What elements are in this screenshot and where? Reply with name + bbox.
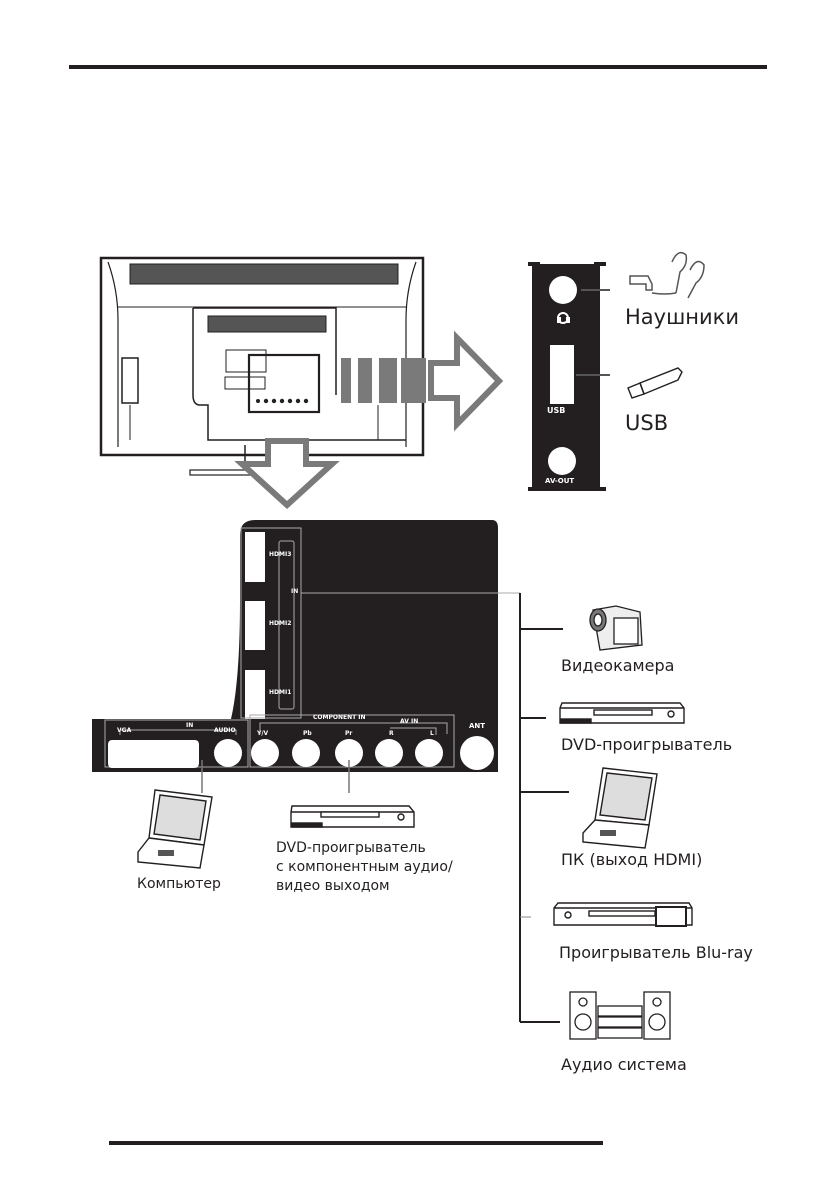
audio-label: AUDIO [214,727,236,734]
hdmi-in-label: IN [291,588,299,595]
laptop-icon [582,767,658,849]
connection-lines [201,593,569,1023]
bluray-label: Проигрыватель Blu-ray [559,943,753,962]
footer-rule [109,1141,603,1145]
component-pb-port [292,739,320,767]
dvd-label: DVD-проигрыватель [561,735,733,754]
audio-system-label: Аудио система [561,1055,687,1074]
header-rule [69,65,767,69]
camcorder-icon [589,605,643,651]
hdmi3-label: HDMI3 [269,551,292,558]
hdmi1-label: HDMI1 [269,689,292,696]
stereo-system-icon [569,991,671,1040]
earphones-icon [629,251,705,299]
dvd-player-icon [559,702,685,724]
usb-device-label: USB [625,411,669,435]
ant-label: ANT [469,722,486,730]
dvd-player-icon [290,805,415,828]
tv-back-view [99,256,425,476]
laptop-icon [137,789,213,869]
headphones-label: Наушники [625,305,740,329]
usb-stick-icon [627,367,683,399]
component-in-label: COMPONENT IN [313,714,366,721]
side-port-panel [528,262,610,491]
usb-port-label: USB [547,406,566,415]
arrow-down-icon [234,438,340,510]
av-r-port [375,739,403,767]
camcorder-label: Видеокамера [561,656,675,675]
arrow-right-icon [341,330,504,432]
pc-hdmi-label: ПК (выход HDMI) [561,850,703,869]
av-out-port-label: AV-OUT [545,477,575,485]
hdmi2-label: HDMI2 [269,620,292,627]
av-l-label: L [430,730,434,737]
computer-label: Компьютер [137,876,221,892]
vga-port [108,740,199,768]
component-y-port [251,739,279,767]
bluray-player-icon [553,902,693,927]
headphone-icon [557,312,570,324]
ant-port [460,736,494,770]
dvd-component-label-line1: DVD-проигрыватель [276,840,426,856]
av-in-label: AV IN [400,718,419,725]
main-port-panel [92,520,520,772]
component-pb-label: Pb [303,730,312,737]
dvd-component-label-line3: видео выходом [276,878,390,894]
vga-label: VGA [117,727,132,734]
av-l-port [415,739,443,767]
audio-port [214,739,242,767]
vga-in-label: IN [186,722,194,729]
component-y-label: Y/V [257,730,269,737]
component-pr-label: Pr [345,730,353,737]
component-pr-port [335,739,363,767]
dvd-component-label-line2: с компонентным аудио/ [276,859,453,875]
av-r-label: R [389,730,394,737]
